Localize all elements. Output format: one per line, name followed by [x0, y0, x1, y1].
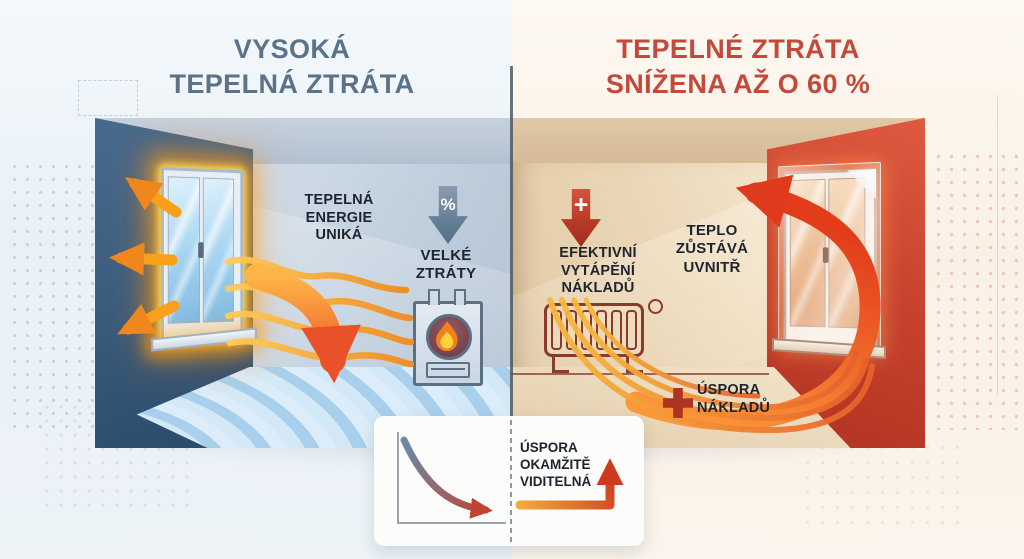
radiator-fin: [566, 310, 577, 350]
boiler-vent: [426, 362, 470, 378]
window-pane: [167, 176, 201, 324]
flame-icon: [436, 321, 458, 351]
wall-floor-line: [511, 373, 769, 375]
declining-costs-curve-icon: [400, 436, 493, 519]
boiler-pipe: [454, 289, 466, 305]
heat-stays-label: TEPLO ZŮSTÁVÁ UVNITŘ: [675, 222, 749, 276]
cost-savings-label: ÚSPORA NÁKLADŮ: [697, 382, 771, 416]
left-panel-title: VYSOKÁ TEPELNÁ ZTRÁTA: [132, 32, 452, 102]
radiator-fin: [626, 310, 637, 350]
energy-escape-label: TEPELNÁ ENERGIE UNIKÁ: [304, 192, 374, 244]
radiator-leg: [552, 357, 569, 373]
center-divider-line: [510, 66, 513, 418]
window-handle: [198, 242, 204, 258]
big-losses-label: VELKÉ ZTRÁTY: [415, 247, 477, 283]
insulation-film-overlay: [778, 161, 881, 355]
plus-symbol: +: [573, 191, 589, 219]
left-title-line1: VYSOKÁ: [233, 34, 351, 64]
insulated-window-graphic: [778, 161, 881, 355]
boiler-pipe: [428, 289, 440, 305]
leaky-window-graphic: [161, 167, 244, 343]
right-panel-title: TEPELNÉ ZTRÁTA SNÍŽENA AŽ O 60 %: [557, 32, 919, 102]
radiator-fin: [581, 310, 592, 350]
radiator-leg: [626, 357, 643, 373]
dashed-rect-decoration: [78, 80, 138, 116]
line-decoration: [997, 95, 998, 395]
rising-savings-arrow-icon: [515, 458, 624, 510]
right-title-line1: TEPELNÉ ZTRÁTA: [616, 34, 860, 64]
boiler-icon: [413, 289, 483, 386]
percent-symbol: %: [440, 195, 456, 214]
savings-mini-chart: [397, 420, 624, 542]
right-title-line2: SNÍŽENA AŽ O 60 %: [605, 69, 871, 100]
radiator-valve-knob: [648, 299, 663, 314]
efficient-heating-label: EFEKTIVNÍ VYTÁPĚNÍ NÁKLADŮ: [559, 245, 637, 297]
left-title-line2: TEPELNÁ ZTRÁTA: [169, 69, 415, 100]
savings-chart-card: ÚSPORA OKAMŽITĚ VIDITELNÁ: [374, 416, 644, 546]
savings-visible-label: ÚSPORA OKAMŽITĚ VIDITELNÁ: [520, 440, 592, 489]
boiler-flame-window: [426, 314, 472, 360]
radiator-fin: [596, 310, 607, 350]
radiator-icon: [544, 303, 644, 357]
radiator-fin: [551, 310, 562, 350]
chart-axes: [397, 432, 506, 524]
window-pane: [202, 177, 235, 323]
radiator-fin: [611, 310, 622, 350]
